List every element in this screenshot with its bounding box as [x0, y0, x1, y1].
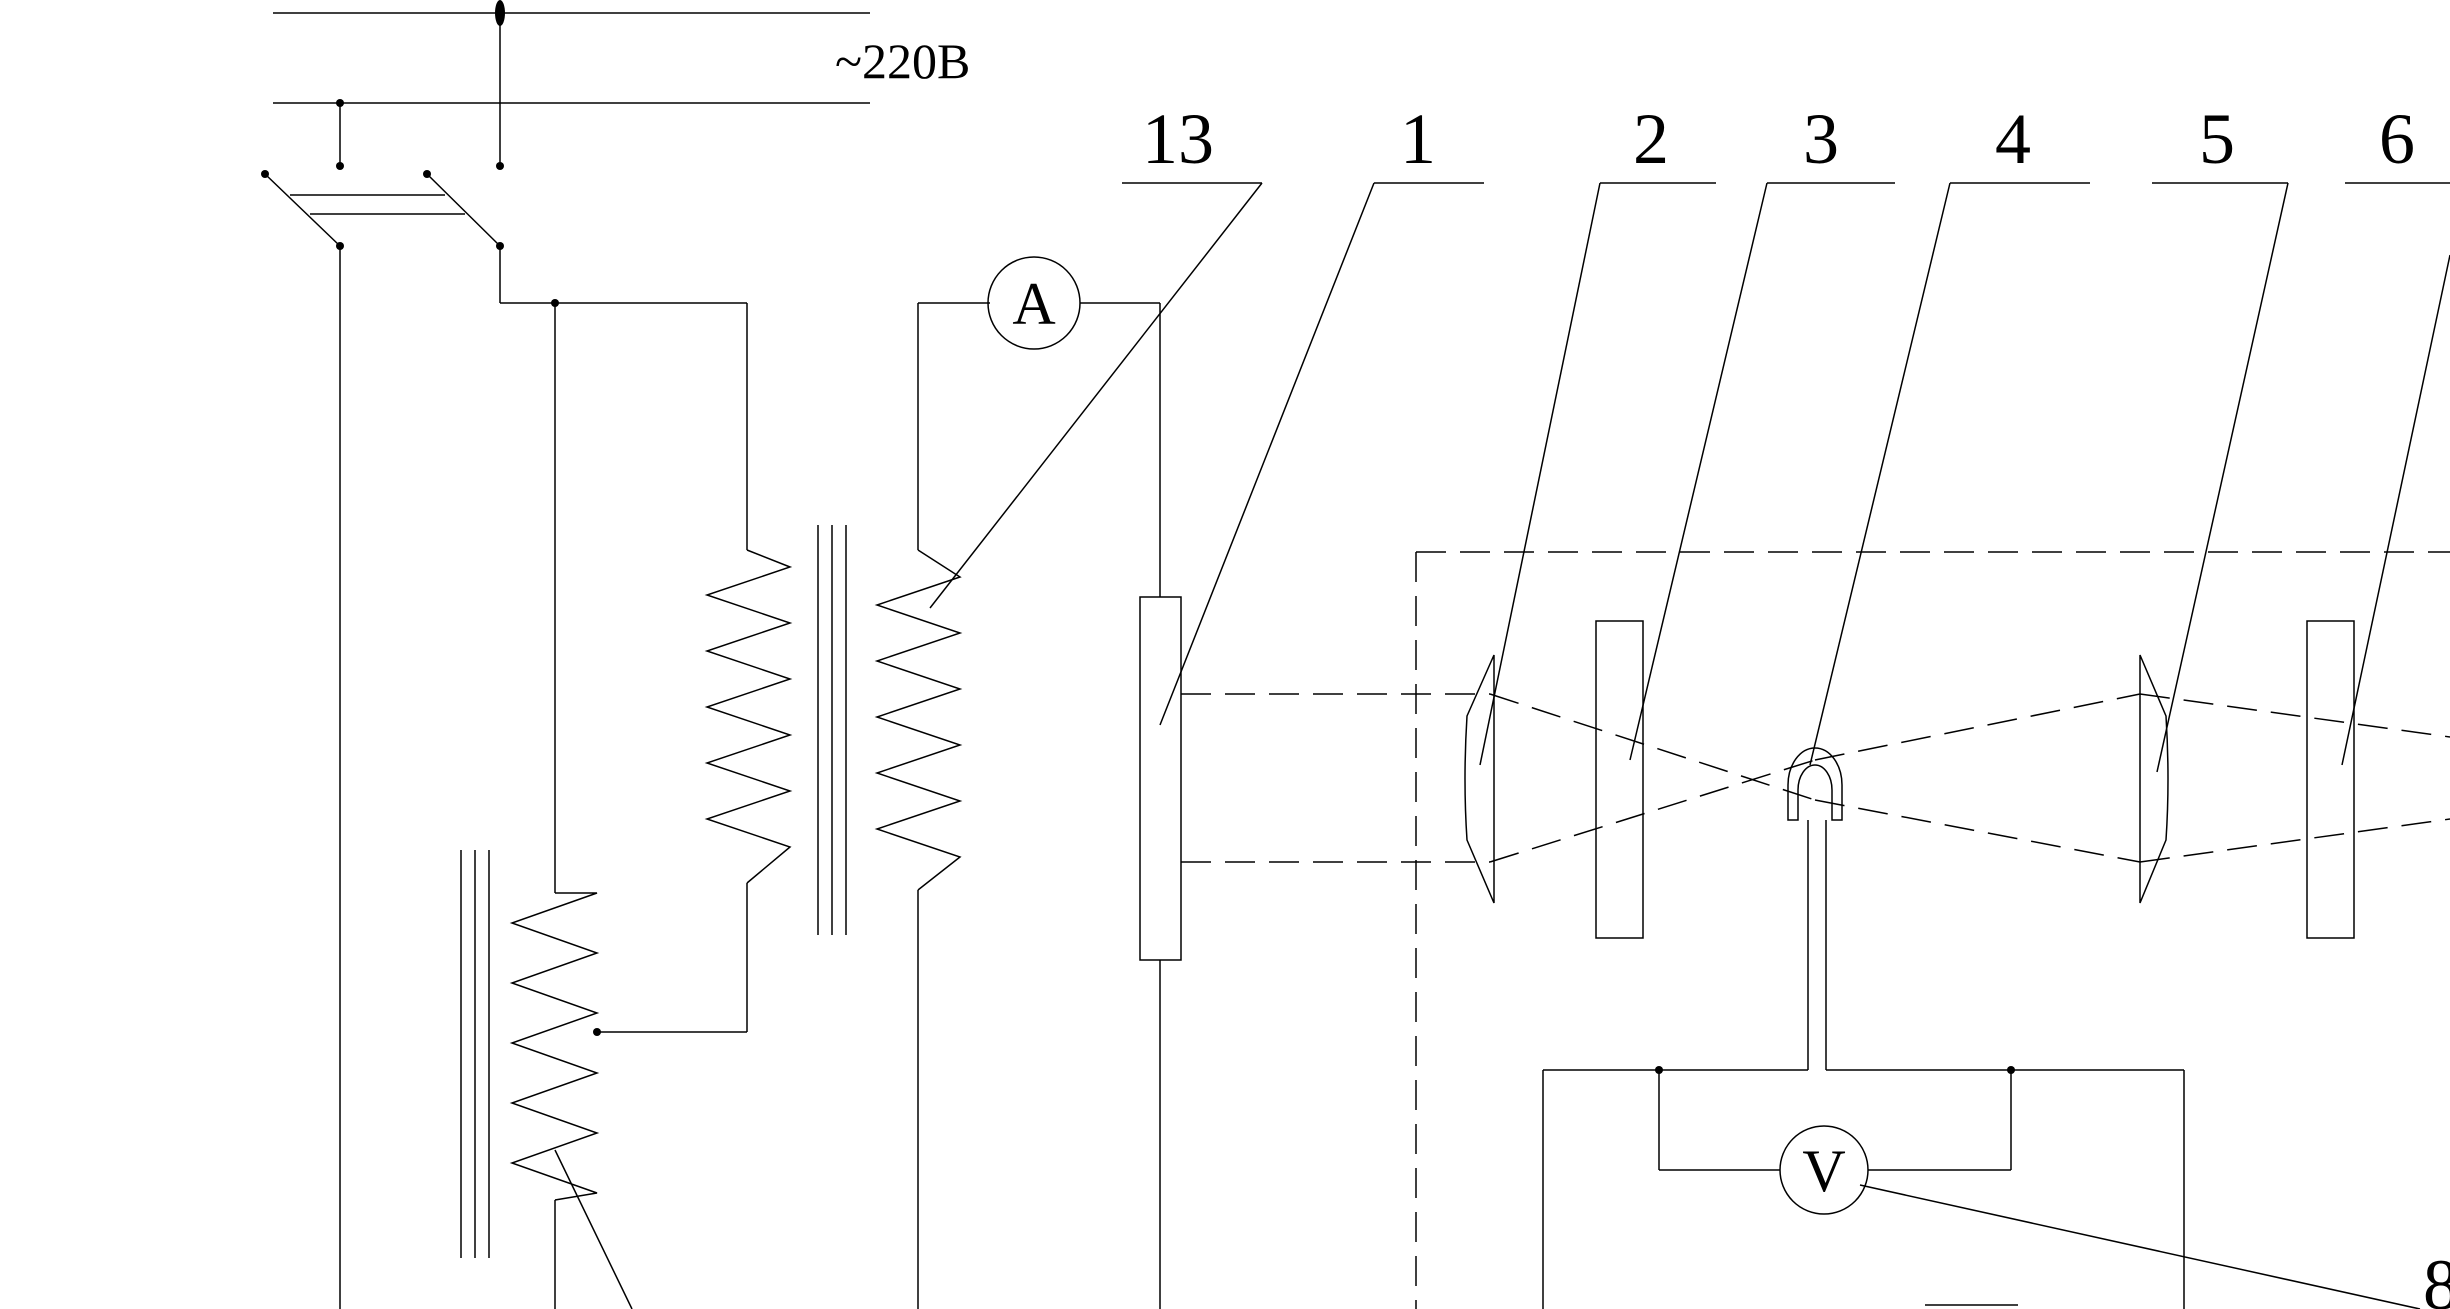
transformer: [704, 303, 963, 1309]
autotransformer: [460, 303, 748, 1309]
callout-3: 3: [1803, 99, 1839, 179]
filter-plate-2: [2306, 620, 2355, 939]
light-source-lamp: [1139, 596, 1182, 1309]
callout-13: 13: [1142, 99, 1214, 179]
optical-enclosure: [1415, 551, 2450, 1309]
callout-labels: 13 1 2 3 4 5 6 8: [1142, 99, 2450, 1309]
condenser-lens: [1464, 654, 1495, 904]
callout-5: 5: [2199, 99, 2235, 179]
ammeter: A: [918, 256, 1161, 597]
photodetector: [1787, 747, 1843, 1070]
light-beam: [1181, 693, 2450, 863]
mains-supply: ~220В: [273, 0, 970, 170]
voltmeter-symbol: V: [1802, 1138, 1845, 1204]
ammeter-symbol: A: [1012, 271, 1055, 337]
callout-1: 1: [1400, 99, 1436, 179]
callout-4: 4: [1995, 99, 2031, 179]
callout-2: 2: [1633, 99, 1669, 179]
callout-8: 8: [2423, 1245, 2450, 1309]
supply-voltage-label: ~220В: [835, 33, 970, 89]
callout-leaders: [929, 182, 2450, 1309]
callout-6: 6: [2379, 99, 2415, 179]
voltmeter-circuit: V: [1542, 1066, 2185, 1309]
focusing-lens: [2139, 654, 2169, 904]
filter-plate-1: [1595, 620, 1644, 939]
double-pole-switch: [261, 170, 747, 1309]
